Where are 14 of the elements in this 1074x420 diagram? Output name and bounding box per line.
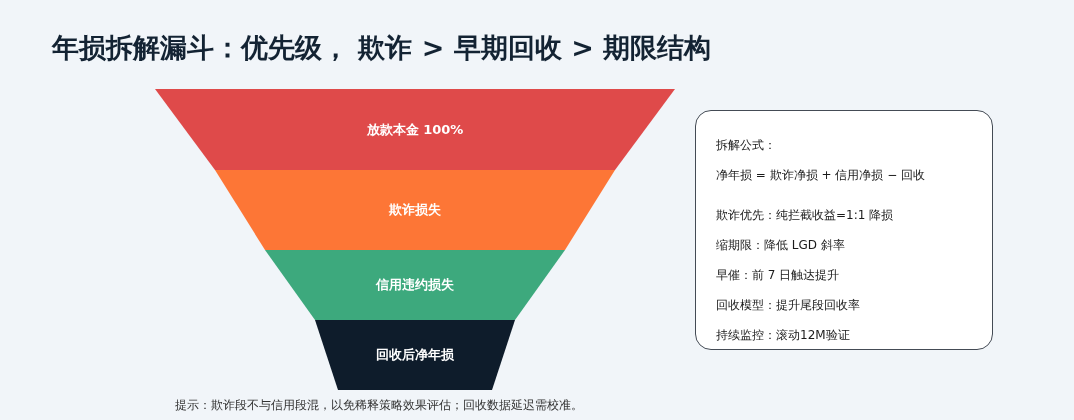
card-line: 持续监控：滚动12M验证	[716, 327, 850, 344]
card-line: 净年损 = 欺诈净损 + 信用净损 − 回收	[716, 167, 926, 184]
segment-label: 回收后净年损	[375, 346, 455, 364]
segment-label: 信用违约损失	[374, 276, 455, 294]
card-line: 早催：前 7 日触达提升	[716, 267, 840, 284]
formula-card	[695, 110, 993, 350]
card-line: 回收模型：提升尾段回收率	[716, 297, 860, 314]
segment-label: 放款本金 100%	[365, 120, 465, 139]
title: 年损拆解漏斗：优先级， 欺诈 > 早期回收 > 期限结构	[52, 31, 712, 65]
card-line: 欺诈优先：纯拦截收益=1:1 降损	[716, 207, 894, 224]
footnote: 提示：欺诈段不与信用段混，以免稀释策略效果评估；回收数据延迟需校准。	[175, 398, 583, 413]
segment-label: 欺诈损失	[388, 201, 442, 219]
card-line: 缩期限：降低 LGD 斜率	[716, 237, 845, 254]
card-heading: 拆解公式：	[716, 137, 776, 154]
